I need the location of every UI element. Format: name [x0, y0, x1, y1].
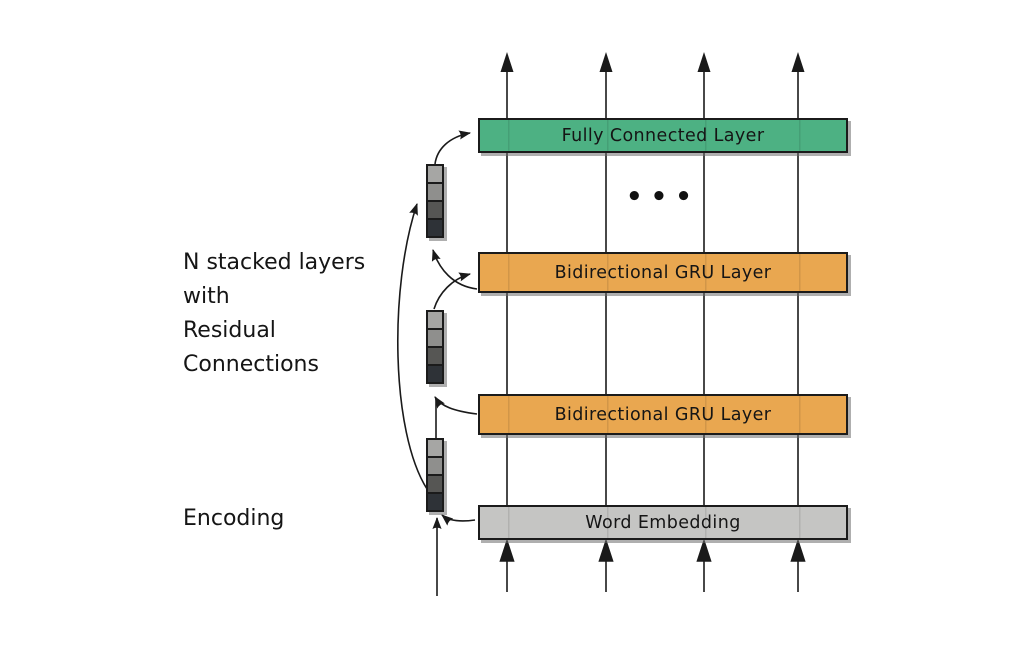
residual-note-line: Connections — [183, 352, 319, 377]
fully-connected-layer-label: Fully Connected Layer — [561, 125, 765, 146]
vector-cell — [428, 200, 442, 218]
residual-skip-curve — [396, 203, 428, 490]
curve-gru-lower-to-stack — [434, 396, 478, 415]
residual-note-line: N stacked layers — [183, 250, 366, 275]
bottom-input-arrows — [499, 538, 806, 592]
vector-cell — [428, 492, 442, 510]
vector-cell — [428, 328, 442, 346]
encoding-label: Encoding — [183, 506, 285, 531]
word-embedding-layer-label: Word Embedding — [585, 512, 741, 533]
vector-stack-bottom — [426, 438, 444, 512]
vector-cell — [428, 364, 442, 382]
curve-stack-to-fully-connected — [434, 130, 472, 165]
residual-note-line: with — [183, 284, 230, 309]
stacked-layers-ellipsis: ••• — [626, 182, 700, 212]
curve-embedding-to-stack — [441, 514, 476, 526]
vector-stack-middle — [426, 310, 444, 384]
vector-cell — [428, 456, 442, 474]
vector-cell — [428, 312, 442, 328]
gru-lower-layer-label: Bidirectional GRU Layer — [554, 404, 772, 425]
layer-box-word-embedding: Word Embedding — [478, 505, 848, 540]
residual-note: N stacked layers with Residual Connectio… — [183, 246, 365, 382]
residual-note-line: Residual — [183, 318, 276, 343]
vector-cell — [428, 218, 442, 236]
vector-cell — [428, 440, 442, 456]
layer-box-fully-connected: Fully Connected Layer — [478, 118, 848, 153]
curve-stack-to-gru-upper — [433, 272, 472, 310]
vector-stack-top — [426, 164, 444, 238]
gru-upper-layer-label: Bidirectional GRU Layer — [554, 262, 772, 283]
layer-box-gru-upper: Bidirectional GRU Layer — [478, 252, 848, 293]
vector-cell — [428, 166, 442, 182]
curve-gru-upper-to-stack — [431, 249, 478, 290]
vector-cell — [428, 182, 442, 200]
vector-cell — [428, 474, 442, 492]
layer-box-gru-lower: Bidirectional GRU Layer — [478, 394, 848, 435]
top-output-arrows — [500, 52, 805, 72]
vector-cell — [428, 346, 442, 364]
